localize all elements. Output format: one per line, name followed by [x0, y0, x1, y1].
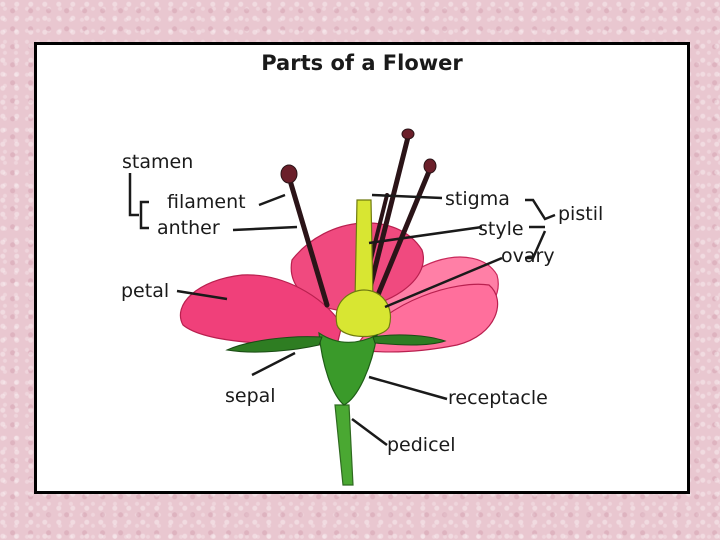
label-petal: petal: [121, 280, 169, 302]
label-ovary: ovary: [501, 245, 555, 267]
diagram-frame: Parts of a Flower stamen filament anther…: [34, 42, 690, 494]
ovary-shape: [335, 289, 391, 338]
anther-shape-2: [401, 128, 415, 140]
anther-shape-3: [423, 158, 437, 174]
label-receptacle: receptacle: [448, 387, 548, 409]
label-style: style: [478, 218, 524, 240]
flower-diagram: Parts of a Flower stamen filament anther…: [121, 51, 603, 486]
label-sepal: sepal: [225, 385, 276, 407]
label-anther: anther: [157, 217, 220, 239]
filament-shape-1: [286, 174, 330, 308]
leader-lines: [128, 173, 556, 447]
label-pistil: pistil: [558, 203, 603, 225]
filament-shape-2: [364, 134, 411, 303]
sepal-shape-right: [372, 334, 447, 346]
pedicel-shape: [334, 404, 354, 486]
receptacle-shape: [318, 331, 378, 406]
label-stigma: stigma: [445, 188, 510, 210]
style-shape: [354, 199, 374, 301]
label-stamen: stamen: [122, 151, 193, 173]
label-pedicel: pedicel: [387, 434, 456, 456]
diagram-title: Parts of a Flower: [261, 51, 463, 75]
sepal-shape-left: [225, 336, 323, 353]
label-filament: filament: [167, 191, 246, 213]
anther-shape-1: [280, 164, 298, 184]
